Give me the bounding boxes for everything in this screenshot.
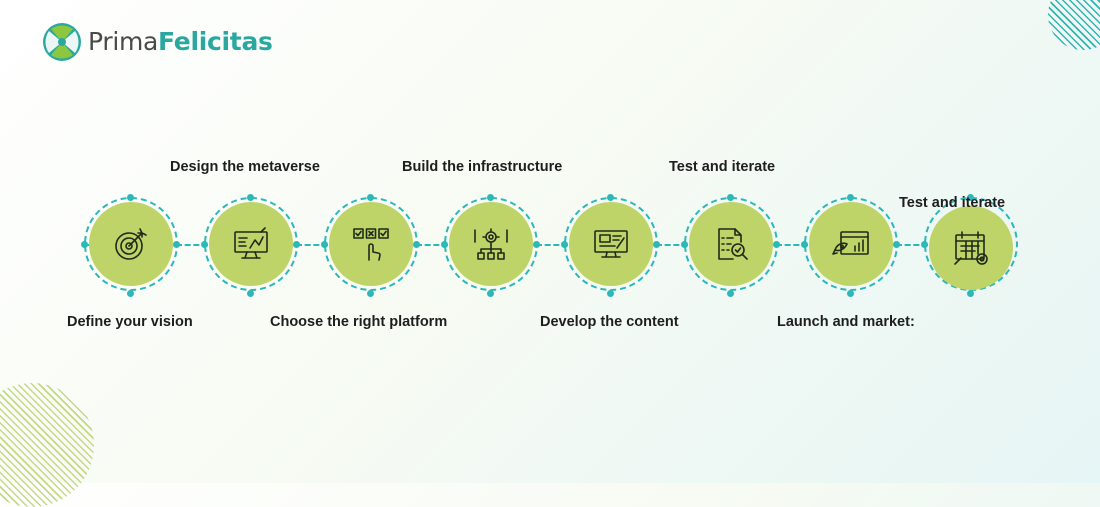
brand-name-part1: Prima — [88, 27, 159, 56]
ring-dot — [367, 194, 374, 201]
ring-dot — [127, 290, 134, 297]
ring-dot — [727, 194, 734, 201]
ring-dot — [487, 290, 494, 297]
step-label: Design the metaverse — [170, 159, 320, 175]
ring-dot — [81, 241, 88, 248]
decorative-striped-circle-top — [1048, 0, 1100, 50]
connector-line — [776, 244, 808, 246]
ring-dot — [173, 241, 180, 248]
ring-dot — [247, 290, 254, 297]
step-circle — [569, 202, 653, 286]
ring-dot — [847, 290, 854, 297]
step-label: Launch and market: — [777, 314, 915, 330]
ring-dot — [893, 241, 900, 248]
ring-dot — [801, 241, 808, 248]
design-monitor-icon — [234, 227, 268, 259]
ring-dot — [607, 194, 614, 201]
content-monitor-icon — [594, 230, 628, 258]
ring-dot — [487, 194, 494, 201]
ring-dot — [921, 241, 928, 248]
ring-dot — [727, 290, 734, 297]
connector-line — [296, 244, 328, 246]
step-circle — [809, 202, 893, 286]
brand-name: PrimaFelicitas — [88, 22, 273, 62]
ring-dot — [773, 241, 780, 248]
checklist-choice-icon — [353, 228, 389, 261]
connector-line — [656, 244, 688, 246]
step-circle — [89, 202, 173, 286]
ring-dot — [367, 290, 374, 297]
connector-line — [896, 244, 928, 246]
brand-name-part2: Felicitas — [158, 27, 273, 56]
ring-dot — [293, 241, 300, 248]
rocket-launch-icon — [832, 231, 869, 255]
ring-dot — [533, 241, 540, 248]
step-circle — [329, 202, 413, 286]
ring-dot — [441, 241, 448, 248]
ring-dot — [653, 241, 660, 248]
ring-dot — [247, 194, 254, 201]
decorative-striped-circle-bottom — [0, 383, 94, 507]
step-circle — [689, 202, 773, 286]
connector-line — [176, 244, 208, 246]
infrastructure-gear-icon — [474, 228, 508, 260]
connector-line — [416, 244, 448, 246]
logo-icon — [43, 23, 81, 61]
step-circle — [449, 202, 533, 286]
ring-dot — [967, 290, 974, 297]
test-report-icon — [718, 228, 748, 260]
brand-logo: PrimaFelicitas — [42, 22, 273, 62]
ring-dot — [127, 194, 134, 201]
step-label: Choose the right platform — [270, 314, 448, 330]
step-label: Test and iterate — [899, 195, 1006, 211]
calendar-settings-icon — [954, 231, 988, 265]
connector-line — [536, 244, 568, 246]
ring-dot — [321, 241, 328, 248]
ring-dot — [201, 241, 208, 248]
step-label: Test and iterate — [669, 159, 776, 175]
target-icon — [115, 228, 147, 260]
ring-dot — [607, 290, 614, 297]
ring-dot — [561, 241, 568, 248]
step-label: Build the infrastructure — [402, 159, 563, 175]
ring-dot — [681, 241, 688, 248]
ring-dot — [967, 194, 974, 201]
step-circle — [929, 206, 1013, 290]
step-circle — [209, 202, 293, 286]
ring-dot — [413, 241, 420, 248]
step-label: Define your vision — [67, 314, 193, 330]
ring-dot — [847, 194, 854, 201]
step-label: Develop the content — [540, 314, 679, 330]
